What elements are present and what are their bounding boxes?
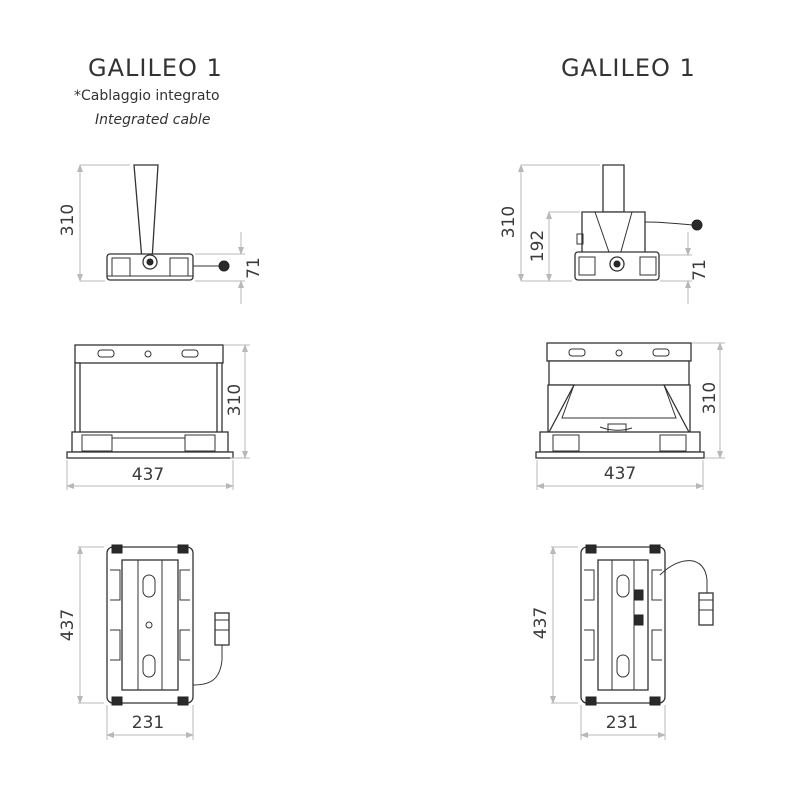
left-top-length-label: 437 [58, 609, 78, 641]
right-front-width-label: 437 [604, 464, 636, 484]
left-top-width-label: 231 [132, 713, 164, 733]
left-side-view: 310 71 [58, 164, 264, 304]
right-side-mid-height-label: 192 [528, 230, 548, 262]
left-side-cable-height-label: 71 [244, 257, 264, 279]
left-front-width-label: 437 [132, 465, 164, 485]
note-english: Integrated cable [95, 112, 211, 128]
right-side-view: 310 192 71 [499, 164, 710, 304]
right-side-height-label: 310 [499, 206, 519, 238]
left-top-view: 437 231 [58, 544, 230, 740]
right-front-height-label: 310 [700, 382, 720, 414]
right-top-width-label: 231 [606, 713, 638, 733]
right-side-cable-height-label: 71 [690, 259, 710, 281]
left-front-height-label: 310 [225, 384, 245, 416]
note-italian: *Cablaggio integrato [74, 88, 220, 104]
left-front-view: 310 437 [66, 344, 250, 490]
right-top-view: 437 231 [531, 544, 714, 740]
left-side-height-label: 310 [58, 204, 78, 236]
left-title: GALILEO 1 [88, 54, 223, 82]
right-top-length-label: 437 [531, 607, 551, 639]
right-front-view: 310 437 [535, 342, 725, 490]
right-title: GALILEO 1 [561, 54, 696, 82]
